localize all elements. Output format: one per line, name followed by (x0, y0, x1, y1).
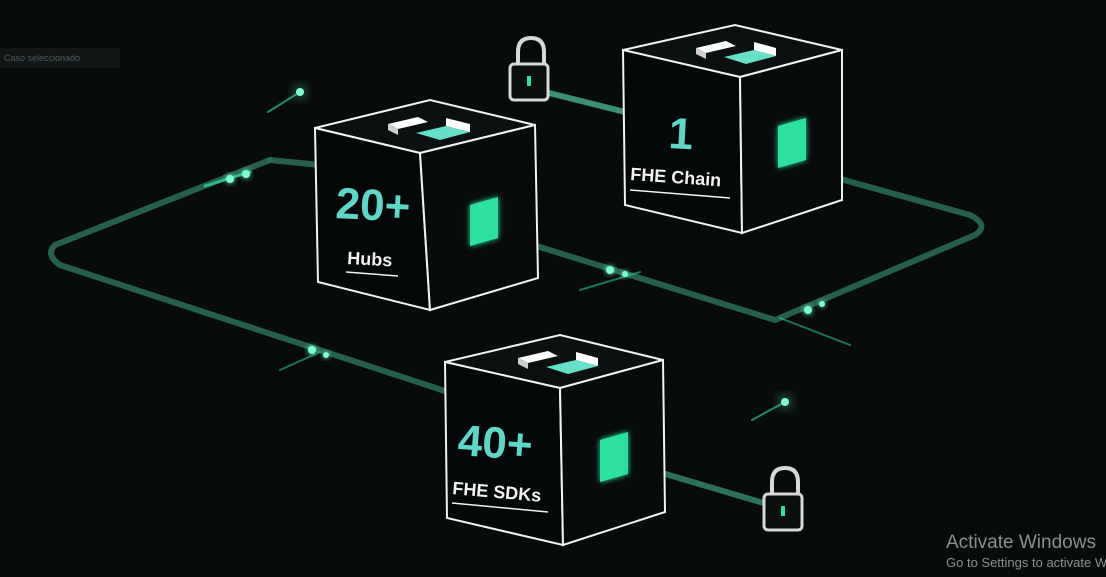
signal-dot (781, 398, 789, 406)
lock-icon (762, 465, 804, 532)
activation-watermark: Activate Windows Go to Settings to activ… (946, 532, 1106, 572)
signal-dot (323, 352, 329, 358)
signal-dot (296, 88, 304, 96)
lock-icon (508, 35, 550, 102)
cube-fhe-chain: 1 FHE Chain (621, 23, 843, 235)
signal-dot (242, 170, 250, 178)
signal-dot (308, 346, 316, 354)
signal-dot (226, 175, 234, 183)
overlay-caption: Caso seleccionado (0, 48, 120, 68)
cube-caption: Hubs (347, 248, 393, 270)
cube-fhe-sdks: 40+ FHE SDKs (443, 333, 667, 547)
signal-streaks (203, 88, 851, 421)
cube-number: 20+ (334, 179, 411, 232)
lock-link-top (542, 89, 628, 115)
watermark-title: Activate Windows (946, 532, 1096, 553)
cube-hubs: 20+ Hubs (313, 98, 540, 312)
outer-loop-rail-top (267, 157, 323, 168)
stacked-blocks-logo (696, 41, 776, 64)
signal-dot (622, 271, 628, 277)
cube-number: 1 (667, 109, 694, 159)
glowing-port (778, 118, 806, 168)
glowing-port (600, 432, 628, 482)
outer-loop-rail (48, 157, 985, 395)
cube-number: 40+ (456, 416, 534, 470)
watermark-subtitle: Go to Settings to activate Windows. (946, 555, 1106, 570)
signal-dot (606, 266, 614, 274)
stacked-blocks-logo (518, 351, 598, 374)
signal-dot (819, 301, 825, 307)
stacked-blocks-logo (388, 117, 470, 140)
signal-dot (804, 306, 812, 314)
glowing-port (470, 197, 498, 246)
